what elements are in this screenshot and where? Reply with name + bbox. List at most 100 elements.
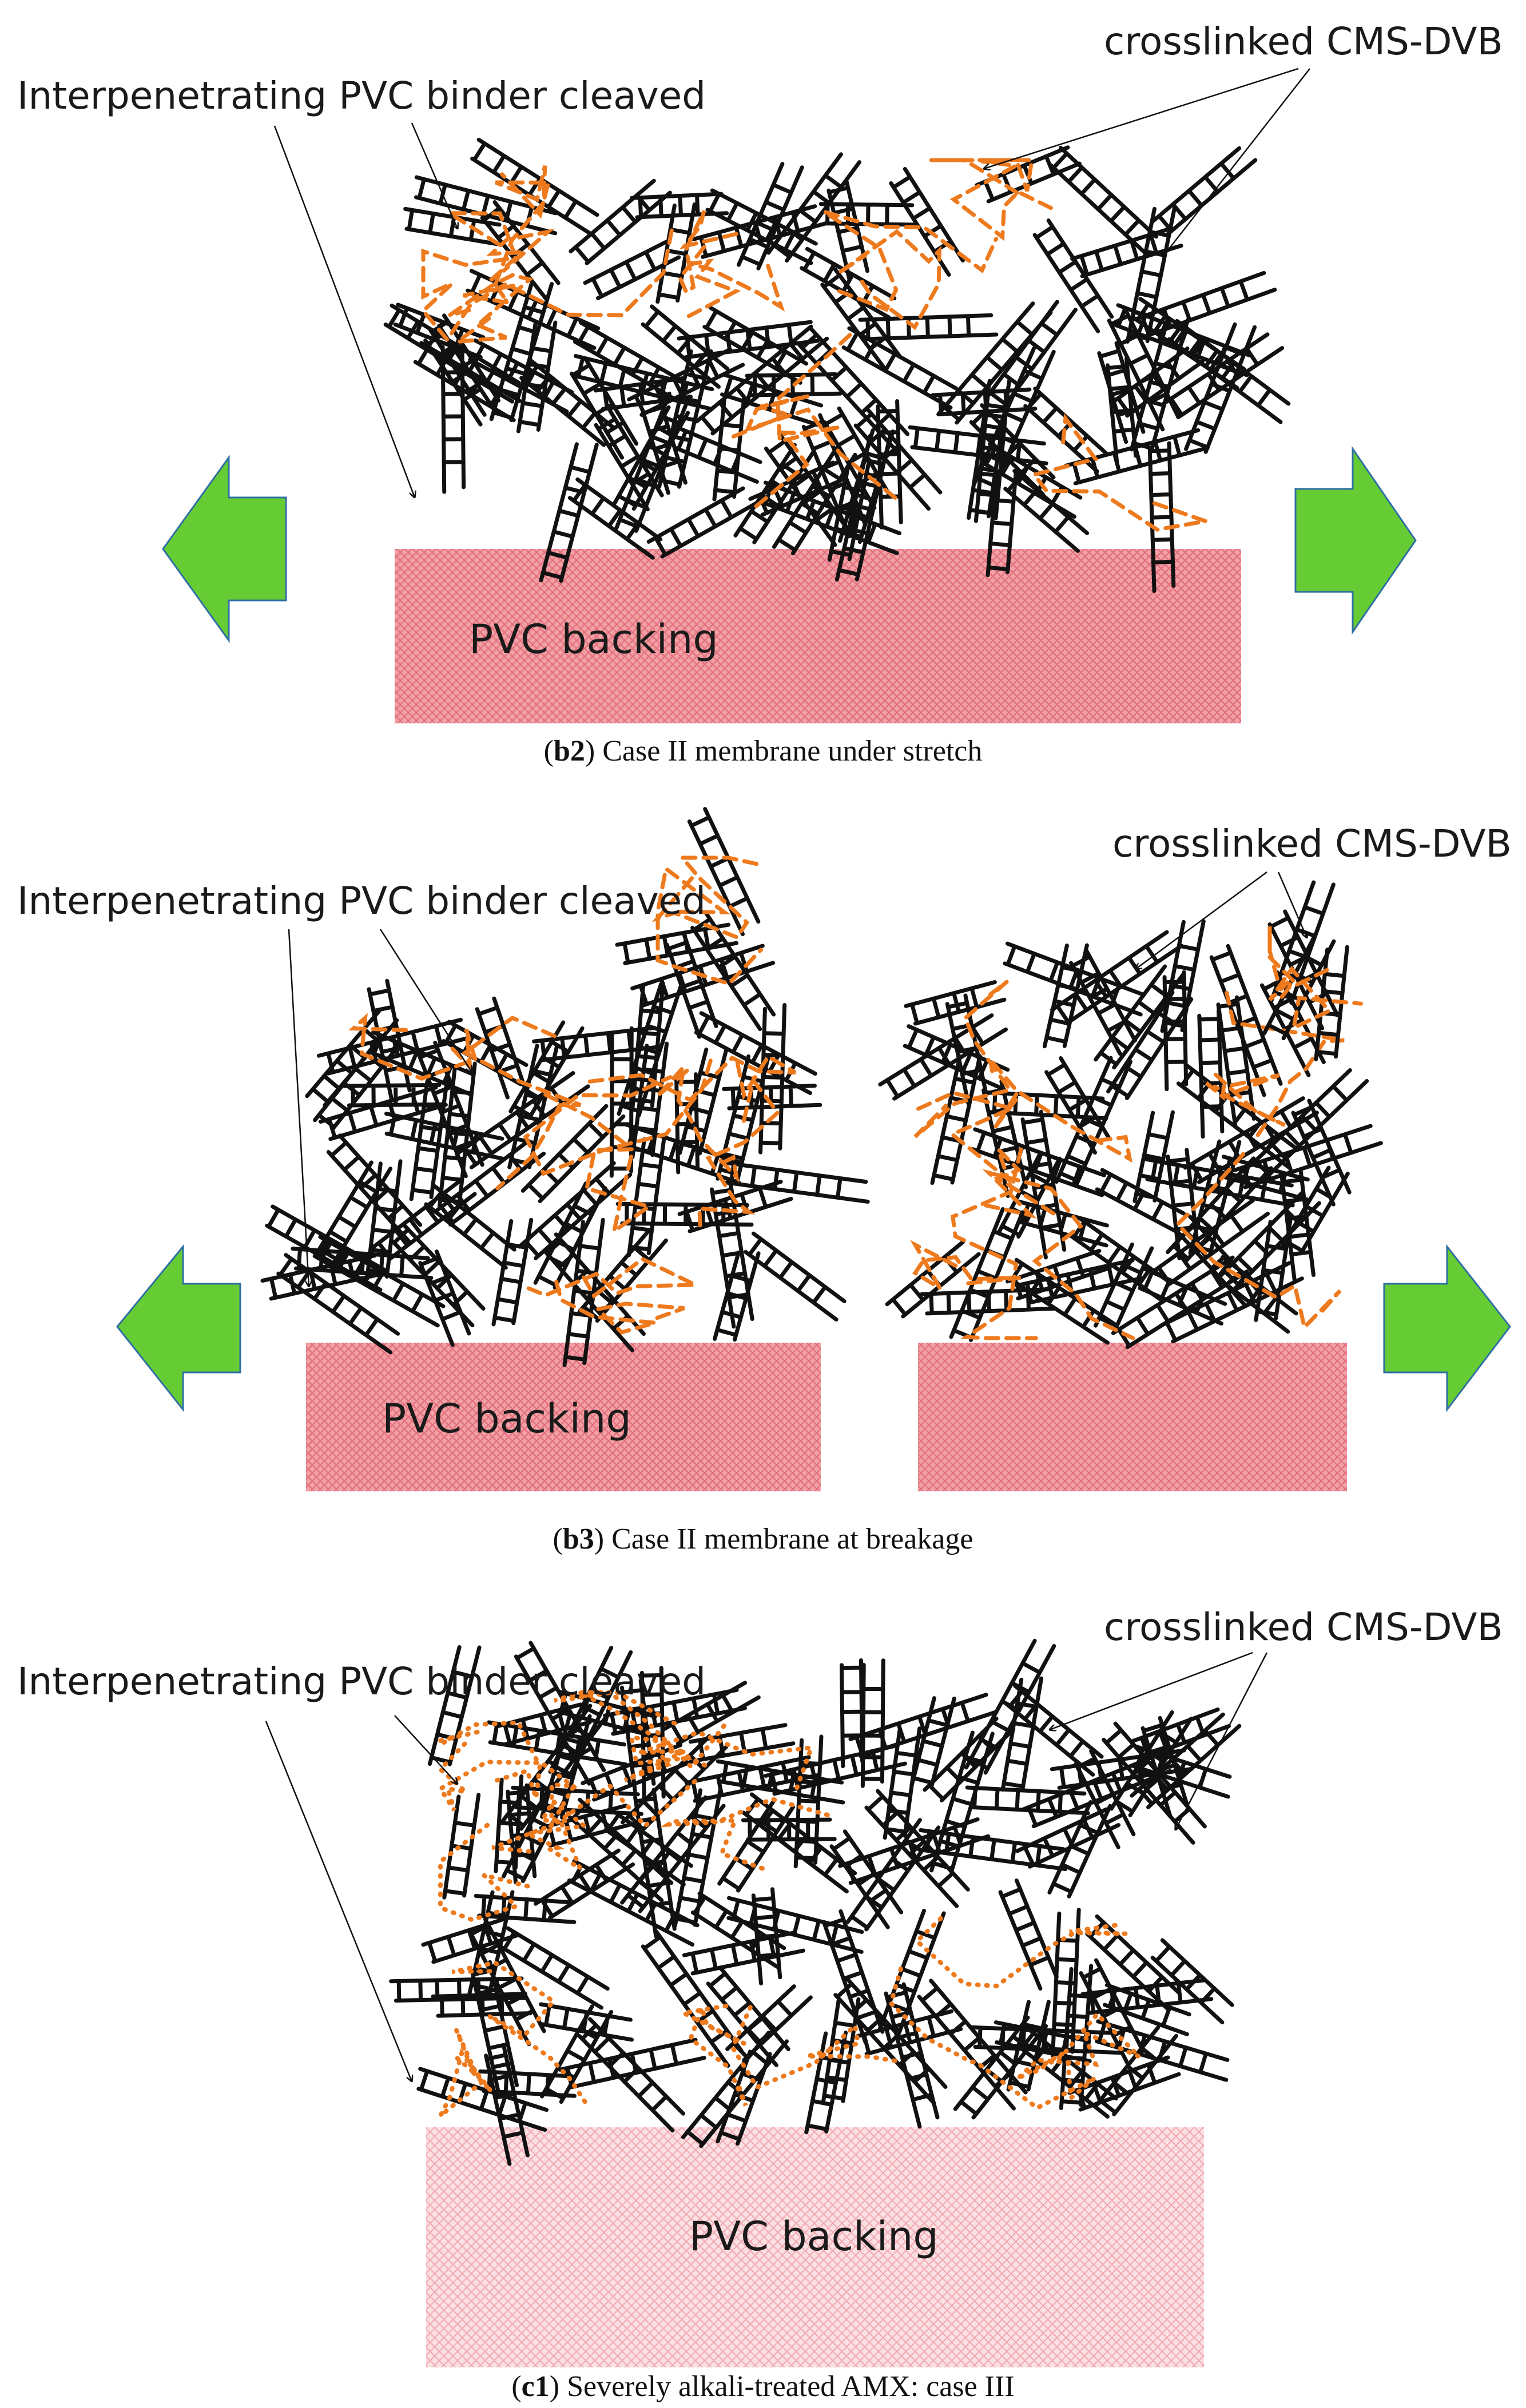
pvc-backing-right (918, 1343, 1347, 1491)
crosslinked-unit (841, 326, 959, 410)
pointer-binder-2 (394, 1715, 458, 1784)
crosslinked-unit (474, 1893, 577, 1924)
crosslinked-unit (840, 1658, 865, 1769)
crosslinked-unit (1070, 1216, 1173, 1304)
pointer-network-2 (1277, 871, 1307, 938)
pvc-binder-chain (543, 1092, 654, 1236)
crosslinked-unit (558, 2037, 706, 2089)
crosslinked-unit (716, 1759, 845, 1805)
crosslinked-unit (615, 1201, 754, 1227)
pointer-binder-2 (411, 122, 458, 229)
crosslinked-unit (929, 1730, 995, 1874)
crosslinked-unit (855, 2009, 963, 2056)
crosslinked-unit (1048, 145, 1159, 256)
pvc-binder-chain (730, 2004, 897, 2091)
crosslinked-unit (427, 1645, 482, 1766)
crosslinked-unit (1130, 1712, 1242, 1809)
crosslinked-unit (949, 1207, 1025, 1342)
crosslinked-unit (687, 807, 761, 937)
crosslinked-unit (533, 1848, 635, 1920)
label-crosslinked-network: crosslinked CMS-DVB (1104, 19, 1503, 63)
pvc-binder-chain (931, 158, 1035, 195)
caption: (c1) Severely alkali-treated AMX: case I… (511, 2370, 1014, 2403)
crosslinked-unit (1015, 1807, 1121, 1869)
pvc-backing (395, 549, 1241, 723)
crosslinked-unit (342, 1082, 446, 1108)
pvc-binder-chain (438, 1720, 542, 1799)
crosslinked-unit (937, 301, 1053, 425)
crosslinked-unit (826, 180, 870, 282)
crosslinked-unit (726, 1896, 864, 1954)
label-binder-cleaved: Interpenetrating PVC binder cleaved (17, 879, 706, 923)
crosslinked-unit (1023, 387, 1109, 473)
pvc-binder-chain (578, 1690, 708, 1768)
crosslinked-unit (965, 1785, 1090, 1816)
crosslinked-unit (662, 1681, 761, 1746)
crosslinked-unit (1133, 270, 1277, 339)
crosslinked-unit (1105, 356, 1138, 464)
crosslinked-unit (1158, 1261, 1304, 1344)
pvc-backing-left (306, 1343, 821, 1491)
crosslinked-unit (884, 1982, 940, 2129)
crosslinked-unit (829, 1829, 904, 1929)
crosslinked-unit (424, 1184, 516, 1270)
pvc-binder-chain (442, 211, 555, 273)
pvc-binder-chain (913, 980, 1014, 1139)
crosslinked-unit (641, 1929, 744, 2068)
crosslinked-unit (751, 1887, 782, 1986)
crosslinked-unit (265, 1204, 388, 1292)
crosslinked-unit (593, 376, 693, 412)
crosslinked-unit (1069, 948, 1137, 1056)
pvc-binder-chain (822, 209, 999, 312)
crosslinked-unit (1106, 990, 1194, 1100)
caption-tag: b2 (554, 735, 585, 767)
crosslinked-unit (1103, 1983, 1191, 2036)
crosslinked-unit (1004, 1683, 1104, 1777)
crosslinked-unit (885, 1240, 981, 1319)
crosslinked-unit (1147, 441, 1176, 593)
label-crosslinked-network: crosslinked CMS-DVB (1112, 822, 1512, 866)
pvc-binder-chain (1174, 1152, 1342, 1331)
crosslinked-unit (1050, 1748, 1194, 1790)
label-binder-cleaved: Interpenetrating PVC binder cleaved (17, 74, 706, 118)
pvc-binder-chain (587, 1054, 797, 1102)
crosslinked-unit (1132, 1110, 1175, 1203)
pvc-binder-chain (987, 1053, 1132, 1163)
crosslinked-unit (540, 2004, 614, 2104)
pointer-binder-2 (379, 929, 472, 1072)
caption: (b3) Case II membrane at breakage (553, 1523, 973, 1555)
pvc-binder-chain (1015, 2011, 1141, 2081)
pointer-binder-1 (273, 125, 415, 497)
crosslinked-unit (641, 304, 730, 389)
crosslinked-unit (1131, 1707, 1231, 1760)
pvc-binder-chain (552, 1273, 685, 1335)
network-clusters (389, 1638, 1242, 2166)
crosslinked-unit (573, 354, 714, 412)
crosslinked-unit (1000, 1676, 1044, 1792)
crosslinked-unit (682, 1930, 805, 1976)
crosslinked-unit (390, 1222, 486, 1328)
crosslinked-unit (454, 1071, 590, 1169)
crosslinked-unit (674, 1072, 700, 1175)
crosslinked-unit (470, 137, 599, 236)
pvc-binder-chain (494, 165, 551, 286)
pvc-binder-chain (1031, 413, 1214, 532)
crosslinked-unit (1094, 2025, 1178, 2116)
crosslinked-unit (1094, 1242, 1154, 1332)
pvc-binder-chain (448, 273, 534, 345)
pointer-lines (273, 67, 1310, 497)
crosslinked-unit (318, 1085, 448, 1141)
crosslinked-unit (1197, 1008, 1225, 1139)
pvc-binder-chain (686, 258, 785, 319)
stretch-arrow-right (1383, 1244, 1511, 1412)
pvc-binder-chain (438, 1820, 530, 1923)
crosslinked-unit (613, 405, 690, 511)
pvc-binder-chain (677, 210, 741, 295)
pvc-binder-chain (461, 1015, 582, 1191)
pvc-binder-chain (837, 229, 942, 331)
crosslinked-unit (502, 1780, 573, 1883)
crosslinked-unit (508, 1020, 585, 1120)
pvc-binder-chain (437, 1741, 583, 1812)
crosslinked-unit (630, 981, 665, 1111)
